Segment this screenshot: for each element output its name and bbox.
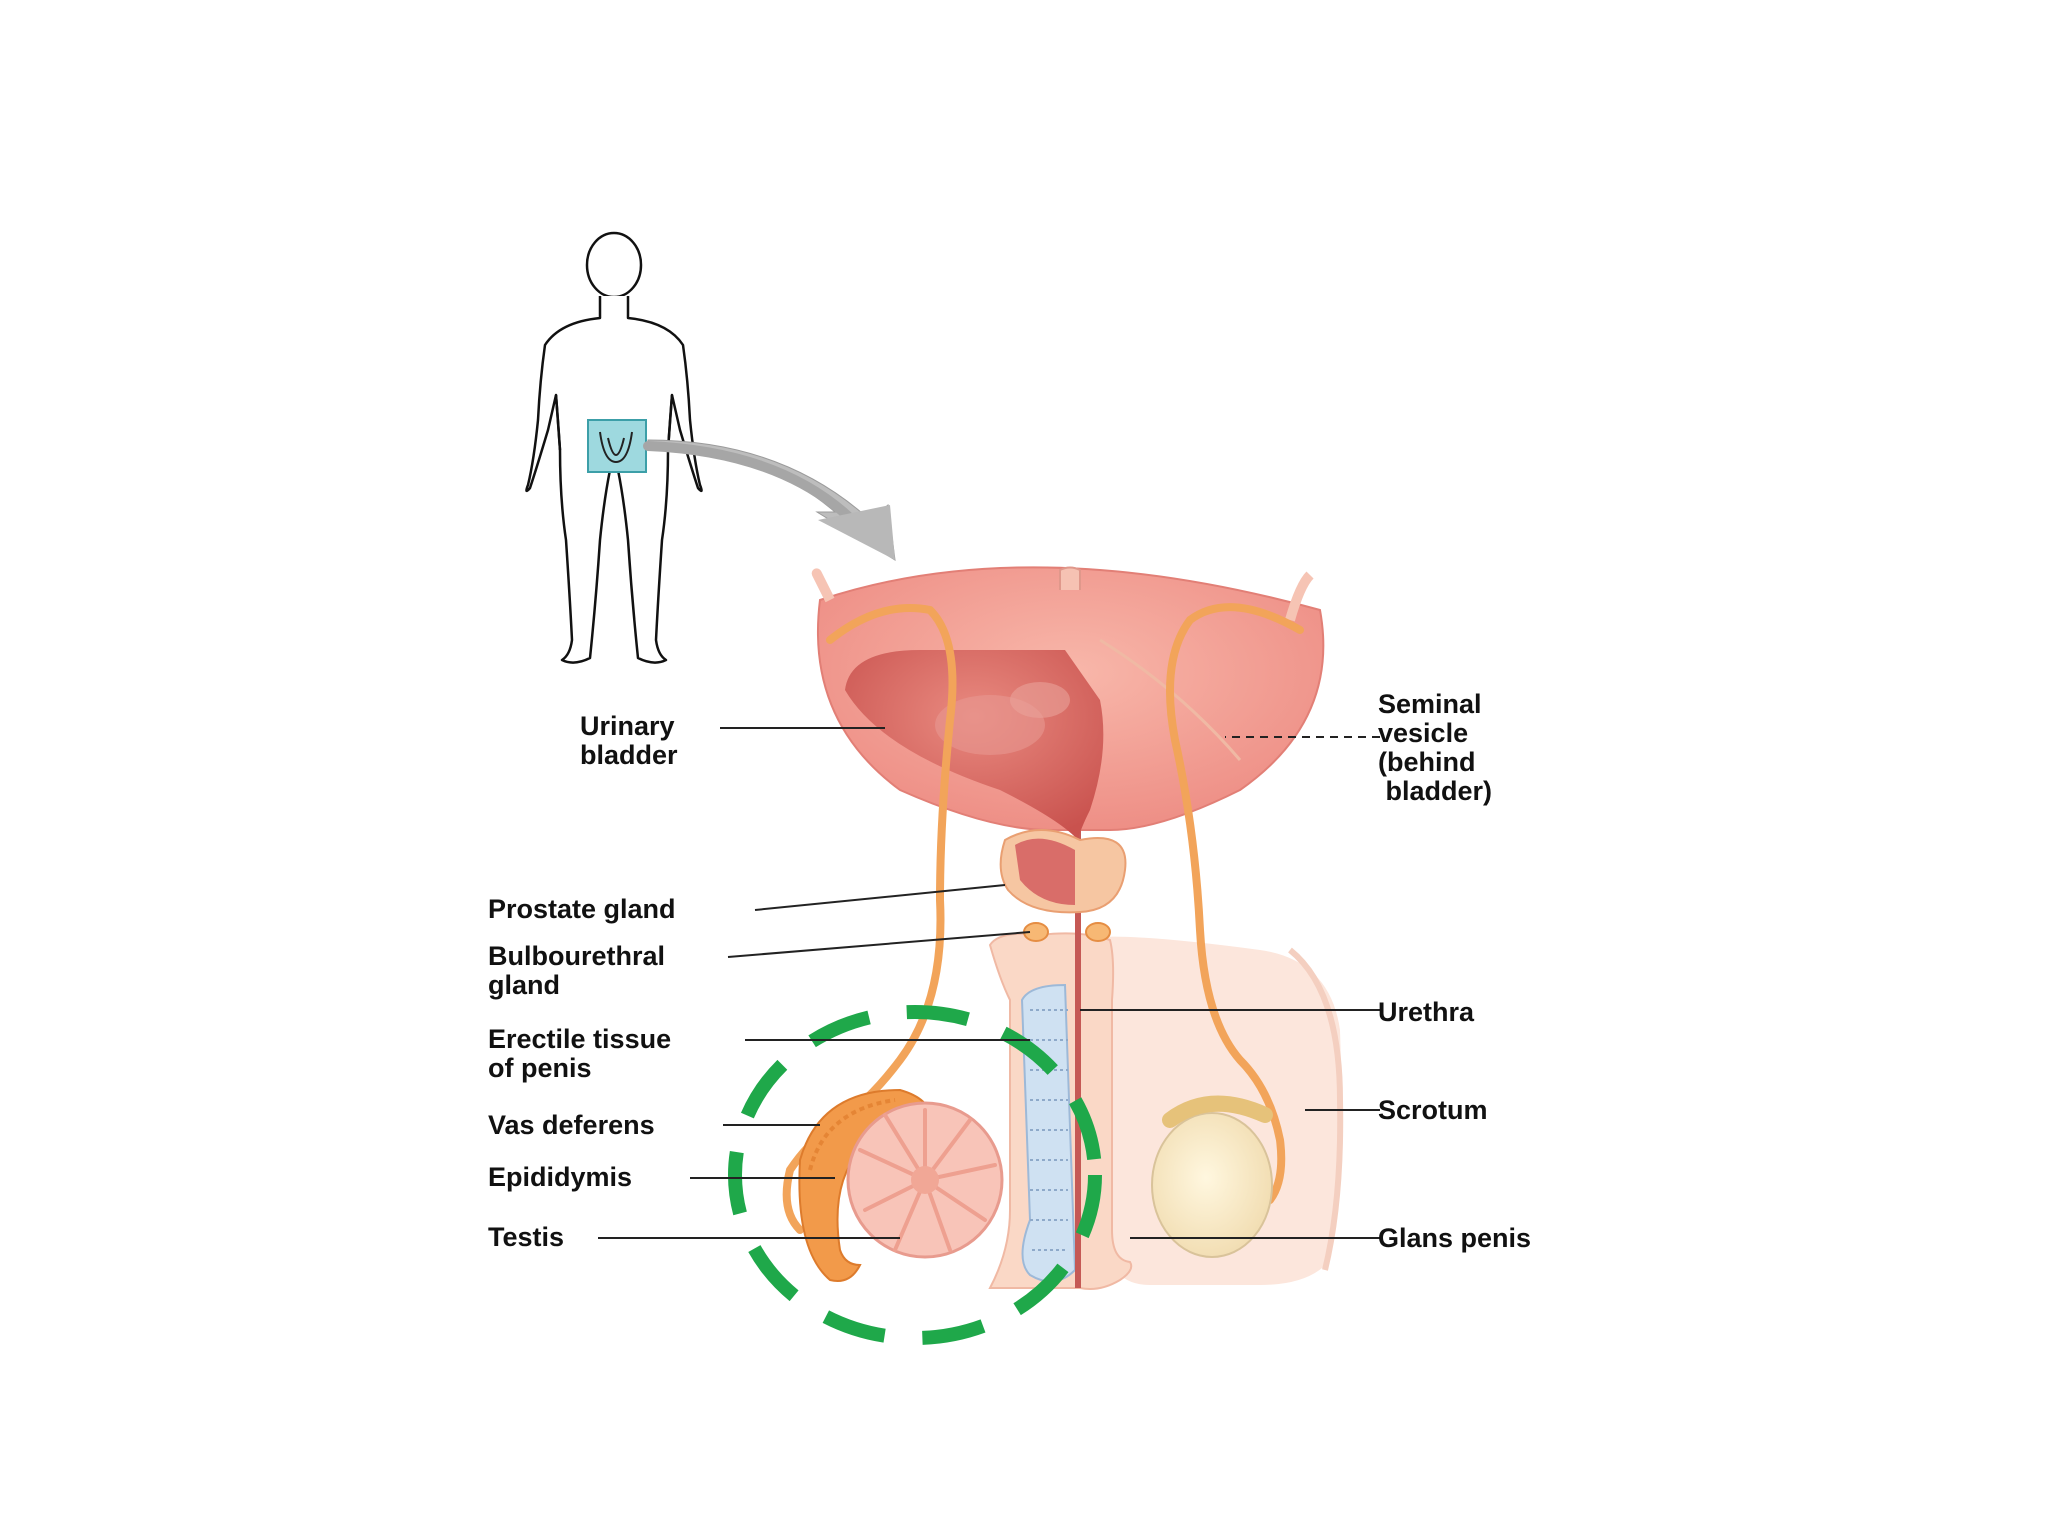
label-prostate-gland: Prostate gland	[488, 894, 676, 924]
label-vas-deferens: Vas deferens	[488, 1110, 655, 1140]
erectile-tissue-shape	[1020, 983, 1077, 1283]
label-urinary-bladder: Urinary bladder	[580, 711, 678, 770]
label-scrotum: Scrotum	[1378, 1095, 1488, 1125]
testis-shape	[846, 1101, 1004, 1259]
zoom-arrow-icon	[647, 439, 896, 561]
human-figure-icon	[525, 231, 703, 664]
label-epididymis: Epididymis	[488, 1162, 633, 1192]
region-glyph	[599, 431, 633, 464]
right-testis-shape	[1151, 1112, 1273, 1258]
label-seminal-vesicle: Seminal vesicle (behind bladder)	[1378, 689, 1493, 806]
epididymis-shape	[798, 1088, 932, 1282]
label-erectile-tissue: Erectile tissue of penis	[488, 1024, 672, 1083]
label-testis: Testis	[488, 1222, 565, 1252]
label-urethra: Urethra	[1378, 997, 1475, 1027]
highlight-region-box	[587, 419, 647, 473]
label-bulbourethral-gland: Bulbourethral gland	[488, 941, 666, 1000]
label-glans-penis: Glans penis	[1378, 1223, 1532, 1253]
leader-lines	[598, 727, 1380, 1239]
highlight-dashed-circle	[728, 1005, 1102, 1345]
vas-deferens-right	[1166, 603, 1304, 1204]
